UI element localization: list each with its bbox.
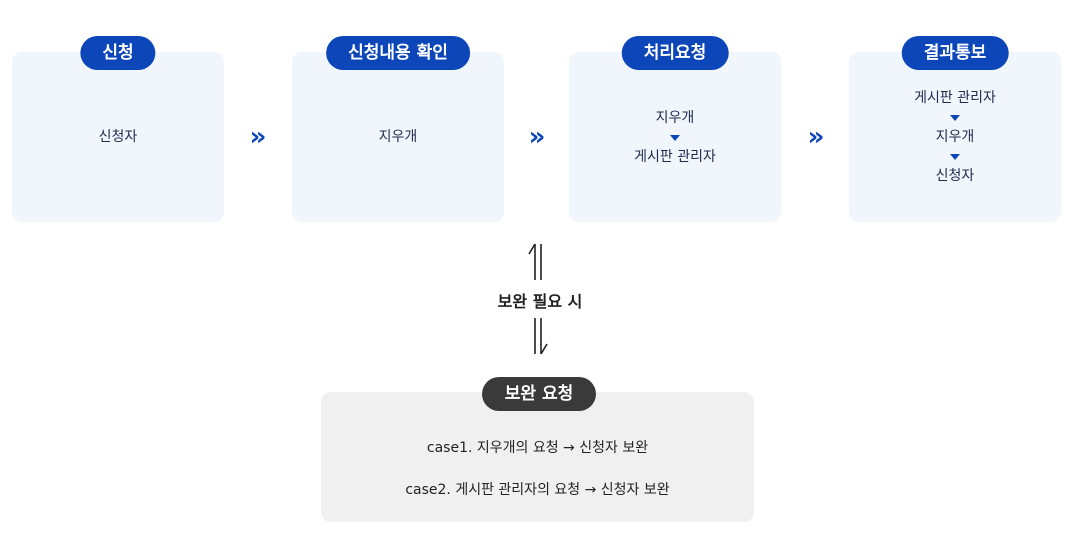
supplement-case: case2. 게시판 관리자의 요청 → 신청자 보완: [405, 482, 670, 498]
step-apply: 신청 신청자: [12, 36, 224, 222]
actor-label: 지우개: [935, 129, 975, 145]
supplement-label: 보완 필요 시: [497, 292, 583, 311]
supplement-badge: 보완 요청: [482, 377, 596, 411]
arrow-down-icon: [670, 134, 680, 141]
chevron-right-icon: »: [807, 122, 825, 152]
chevron-right-icon: »: [528, 122, 546, 152]
actor-label: 게시판 관리자: [634, 148, 716, 165]
step-box: 지우개 게시판 관리자: [569, 52, 781, 222]
step-badge: 결과통보: [901, 36, 1009, 70]
actor-label: 신청자: [935, 168, 975, 184]
step-box: 게시판 관리자 지우개 신청자: [849, 52, 1061, 222]
step-review: 신청내용 확인 지우개: [292, 36, 504, 222]
arrow-up-icon: [528, 243, 542, 280]
step-box: 신청자: [12, 52, 224, 222]
step-box: 지우개: [292, 52, 504, 222]
actor-label: 지우개: [655, 109, 695, 126]
supplement-box: [321, 392, 754, 522]
actor-label: 지우개: [378, 129, 418, 145]
step-badge: 신청: [80, 36, 156, 70]
step-badge: 처리요청: [621, 36, 729, 70]
actor-label: 게시판 관리자: [914, 90, 996, 106]
actor-label: 신청자: [98, 129, 138, 145]
supplement-case: case1. 지우개의 요청 → 신청자 보완: [426, 440, 649, 456]
arrow-down-icon: [534, 318, 548, 355]
arrow-down-icon: [950, 115, 960, 121]
arrow-down-icon: [950, 154, 960, 160]
chevron-right-icon: »: [249, 122, 267, 152]
step-result-notice: 결과통보 게시판 관리자 지우개 신청자: [849, 36, 1061, 222]
step-badge: 신청내용 확인: [326, 36, 470, 70]
step-process-request: 처리요청 지우개 게시판 관리자: [569, 36, 781, 222]
